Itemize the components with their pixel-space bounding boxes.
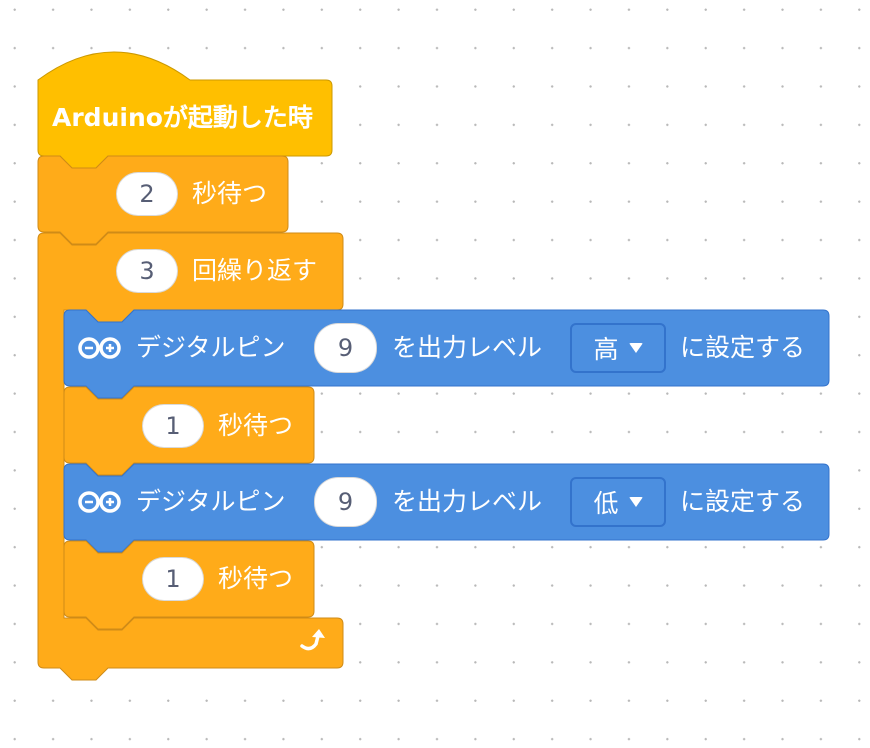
- wait-label: 秒待つ: [218, 411, 294, 440]
- set-label: に設定する: [680, 487, 806, 516]
- pin-number-input[interactable]: 9: [314, 477, 377, 527]
- repeat-block[interactable]: [37, 232, 344, 681]
- wait-label: 秒待つ: [192, 179, 268, 208]
- level-value: 低: [593, 489, 619, 518]
- arduino-icon: [78, 337, 121, 359]
- arduino-icon: [78, 491, 121, 513]
- wait-seconds-input[interactable]: 1: [142, 557, 204, 601]
- level-dropdown[interactable]: 高: [570, 323, 666, 373]
- wait-label: 秒待つ: [218, 564, 294, 593]
- dropdown-arrow-icon: [628, 343, 643, 353]
- level-value: 高: [593, 335, 619, 364]
- pin-number-input[interactable]: 9: [314, 323, 377, 373]
- set-label: に設定する: [680, 333, 806, 362]
- output-level-label: を出力レベル: [392, 333, 543, 362]
- level-dropdown[interactable]: 低: [570, 477, 666, 527]
- output-level-label: を出力レベル: [392, 487, 543, 516]
- repeat-arrow-icon: [300, 629, 325, 651]
- dropdown-arrow-icon: [628, 497, 643, 507]
- repeat-count-input[interactable]: 3: [116, 249, 178, 293]
- digital-pin-label: デジタルピン: [136, 487, 286, 516]
- repeat-label: 回繰り返す: [192, 256, 318, 285]
- digital-pin-label: デジタルピン: [136, 333, 286, 362]
- wait-seconds-input[interactable]: 1: [142, 404, 204, 448]
- hat-label: Arduinoが起動した時: [52, 103, 313, 132]
- wait-seconds-input[interactable]: 2: [116, 172, 178, 216]
